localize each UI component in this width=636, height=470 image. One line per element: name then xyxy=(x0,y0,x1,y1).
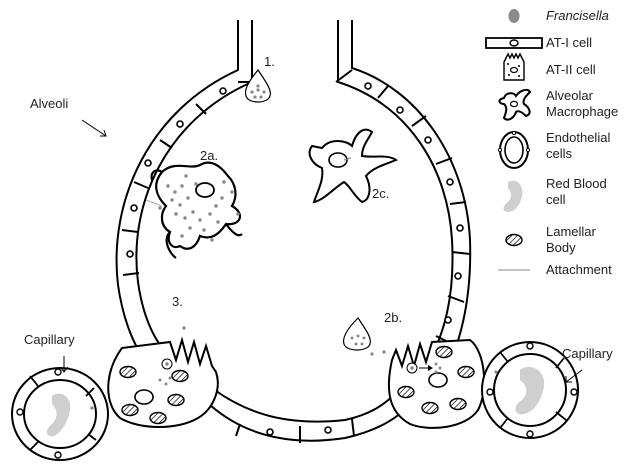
legend-endothelial-label: Endothelial cells xyxy=(546,130,610,162)
aerosol-droplet-step1 xyxy=(246,70,271,102)
endothelial-cells-legend-icon xyxy=(498,131,529,168)
at1-cell-legend-icon xyxy=(486,38,542,48)
at2-cell-legend-icon xyxy=(504,54,524,80)
legend-macrophage-label: Alveolar Macrophage xyxy=(546,88,618,120)
capillary-left xyxy=(12,368,108,460)
legend-at1-label: AT-I cell xyxy=(546,35,592,51)
macrophage-legend-icon xyxy=(499,90,530,120)
legend-francisella-label: Francisella xyxy=(546,8,609,24)
legend-lamellar-label: Lamellar Body xyxy=(546,224,596,256)
capillary-right-label: Capillary xyxy=(562,346,613,361)
lamellar-body-legend-icon xyxy=(506,235,522,246)
at2-cell-right xyxy=(389,340,484,428)
legend-rbc-line1: Red Blood xyxy=(546,176,607,192)
legend-lamellar-line2: Body xyxy=(546,240,596,256)
legend-macrophage-line2: Macrophage xyxy=(546,104,618,120)
step-label-2c: 2c. xyxy=(372,186,389,201)
legend-macrophage-line1: Alveolar xyxy=(546,88,618,104)
legend-endothelial-line1: Endothelial xyxy=(546,130,610,146)
francisella-legend-icon xyxy=(509,9,520,23)
step-label-3: 3. xyxy=(172,294,183,309)
legend-at2-label: AT-II cell xyxy=(546,62,596,78)
aerosol-droplet-step2b xyxy=(344,318,386,356)
capillary-left-label: Capillary xyxy=(24,332,75,347)
legend-endothelial-line2: cells xyxy=(546,146,610,162)
legend-rbc-label: Red Blood cell xyxy=(546,176,607,208)
step-label-1: 1. xyxy=(264,54,275,69)
legend-attachment-label: Attachment xyxy=(546,262,612,278)
step-label-2b: 2b. xyxy=(384,310,402,325)
legend-rbc-line2: cell xyxy=(546,192,607,208)
step-label-2a: 2a. xyxy=(200,148,218,163)
alveoli-label: Alveoli xyxy=(30,96,68,111)
red-blood-cell-legend-icon xyxy=(504,181,523,212)
legend-icons xyxy=(486,9,542,270)
at2-cell-left xyxy=(108,326,218,427)
infected-macrophage-step2a xyxy=(146,163,242,258)
legend-lamellar-line1: Lamellar xyxy=(546,224,596,240)
